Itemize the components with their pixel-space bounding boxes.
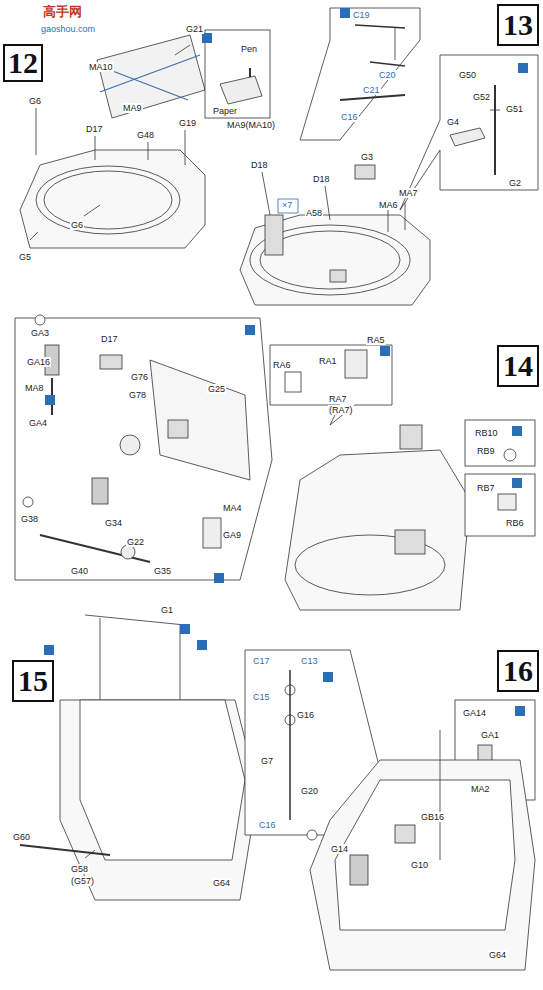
part-label: G2 (508, 178, 522, 188)
part-label: G14 (330, 844, 349, 854)
part-label: G34 (104, 518, 123, 528)
part-label: RB10 (474, 428, 499, 438)
part-label: G52 (472, 92, 491, 102)
part-label: G3 (360, 152, 374, 162)
part-label: G38 (20, 514, 39, 524)
step-number: 14 (503, 350, 533, 382)
part-label: G21 (185, 24, 204, 34)
part-label: G19 (178, 118, 197, 128)
part-label: C16 (258, 820, 277, 830)
part-label: C16 (340, 112, 359, 122)
step-number: 16 (503, 655, 533, 687)
part-label: D17 (100, 334, 119, 344)
part-label: GA14 (462, 708, 487, 718)
part-label: G76 (130, 372, 149, 382)
part-label: MA4 (222, 503, 243, 513)
part-label: G16 (296, 710, 315, 720)
part-label: RA5 (366, 335, 386, 345)
watermark: 高手网 (42, 4, 83, 19)
part-label: ×7 (281, 200, 293, 210)
part-label: G51 (505, 104, 524, 114)
part-label: MA6 (378, 200, 399, 210)
part-label: MA10 (88, 62, 114, 72)
part-label: G25 (207, 384, 226, 394)
part-label: C13 (300, 656, 319, 666)
part-label: GA4 (28, 418, 48, 428)
part-label: C15 (252, 692, 271, 702)
part-label: G78 (128, 390, 147, 400)
part-label: C17 (252, 656, 271, 666)
part-label: (RA7) (328, 405, 354, 415)
step-number: 12 (8, 47, 38, 79)
part-label: D17 (85, 124, 104, 134)
step-number-box: 13 (497, 4, 539, 46)
part-label: GA9 (222, 530, 242, 540)
step-number: 13 (503, 9, 533, 41)
part-label: G5 (18, 252, 32, 262)
part-label: MA7 (398, 188, 419, 198)
part-label: G20 (300, 786, 319, 796)
part-label: RA7 (328, 394, 348, 404)
part-label: G7 (260, 756, 274, 766)
part-label: RB7 (476, 483, 496, 493)
part-label: G1 (160, 605, 174, 615)
step-number-box: 14 (497, 345, 539, 387)
part-label: D18 (250, 160, 269, 170)
part-label: D18 (312, 174, 331, 184)
part-label: MA9 (122, 103, 143, 113)
part-label: (G57) (70, 876, 95, 886)
part-label: G35 (153, 566, 172, 576)
part-label: RA6 (272, 360, 292, 370)
part-label: G4 (446, 117, 460, 127)
watermark: gaoshou.com (40, 24, 96, 34)
part-label: GB16 (420, 812, 445, 822)
part-label: G58 (70, 864, 89, 874)
part-label: A58 (305, 208, 323, 218)
part-label: GA1 (480, 730, 500, 740)
part-label: RA1 (318, 356, 338, 366)
part-label: RB9 (476, 446, 496, 456)
part-label: MA9(MA10) (226, 120, 276, 130)
part-label: GA16 (26, 357, 51, 367)
part-label: G40 (70, 566, 89, 576)
part-label: C20 (378, 70, 397, 80)
part-label: C19 (352, 10, 371, 20)
part-label: G6 (70, 220, 84, 230)
part-label: G10 (410, 860, 429, 870)
part-label: G6 (28, 96, 42, 106)
part-label: G64 (212, 878, 231, 888)
step-number-box: 16 (497, 650, 539, 692)
step-number: 15 (18, 665, 48, 697)
step-number-box: 12 (3, 44, 43, 82)
part-label: G50 (458, 70, 477, 80)
part-label: MA8 (24, 383, 45, 393)
part-label: G48 (136, 130, 155, 140)
part-label: C21 (362, 85, 381, 95)
part-label: Pen (240, 44, 258, 54)
part-label: MA2 (470, 784, 491, 794)
step-number-box: 15 (12, 660, 54, 702)
part-label: GA3 (30, 328, 50, 338)
part-label: G22 (126, 537, 145, 547)
part-label: Paper (212, 106, 238, 116)
part-label: G60 (12, 832, 31, 842)
part-label: RB6 (505, 518, 525, 528)
part-label: G64 (488, 950, 507, 960)
